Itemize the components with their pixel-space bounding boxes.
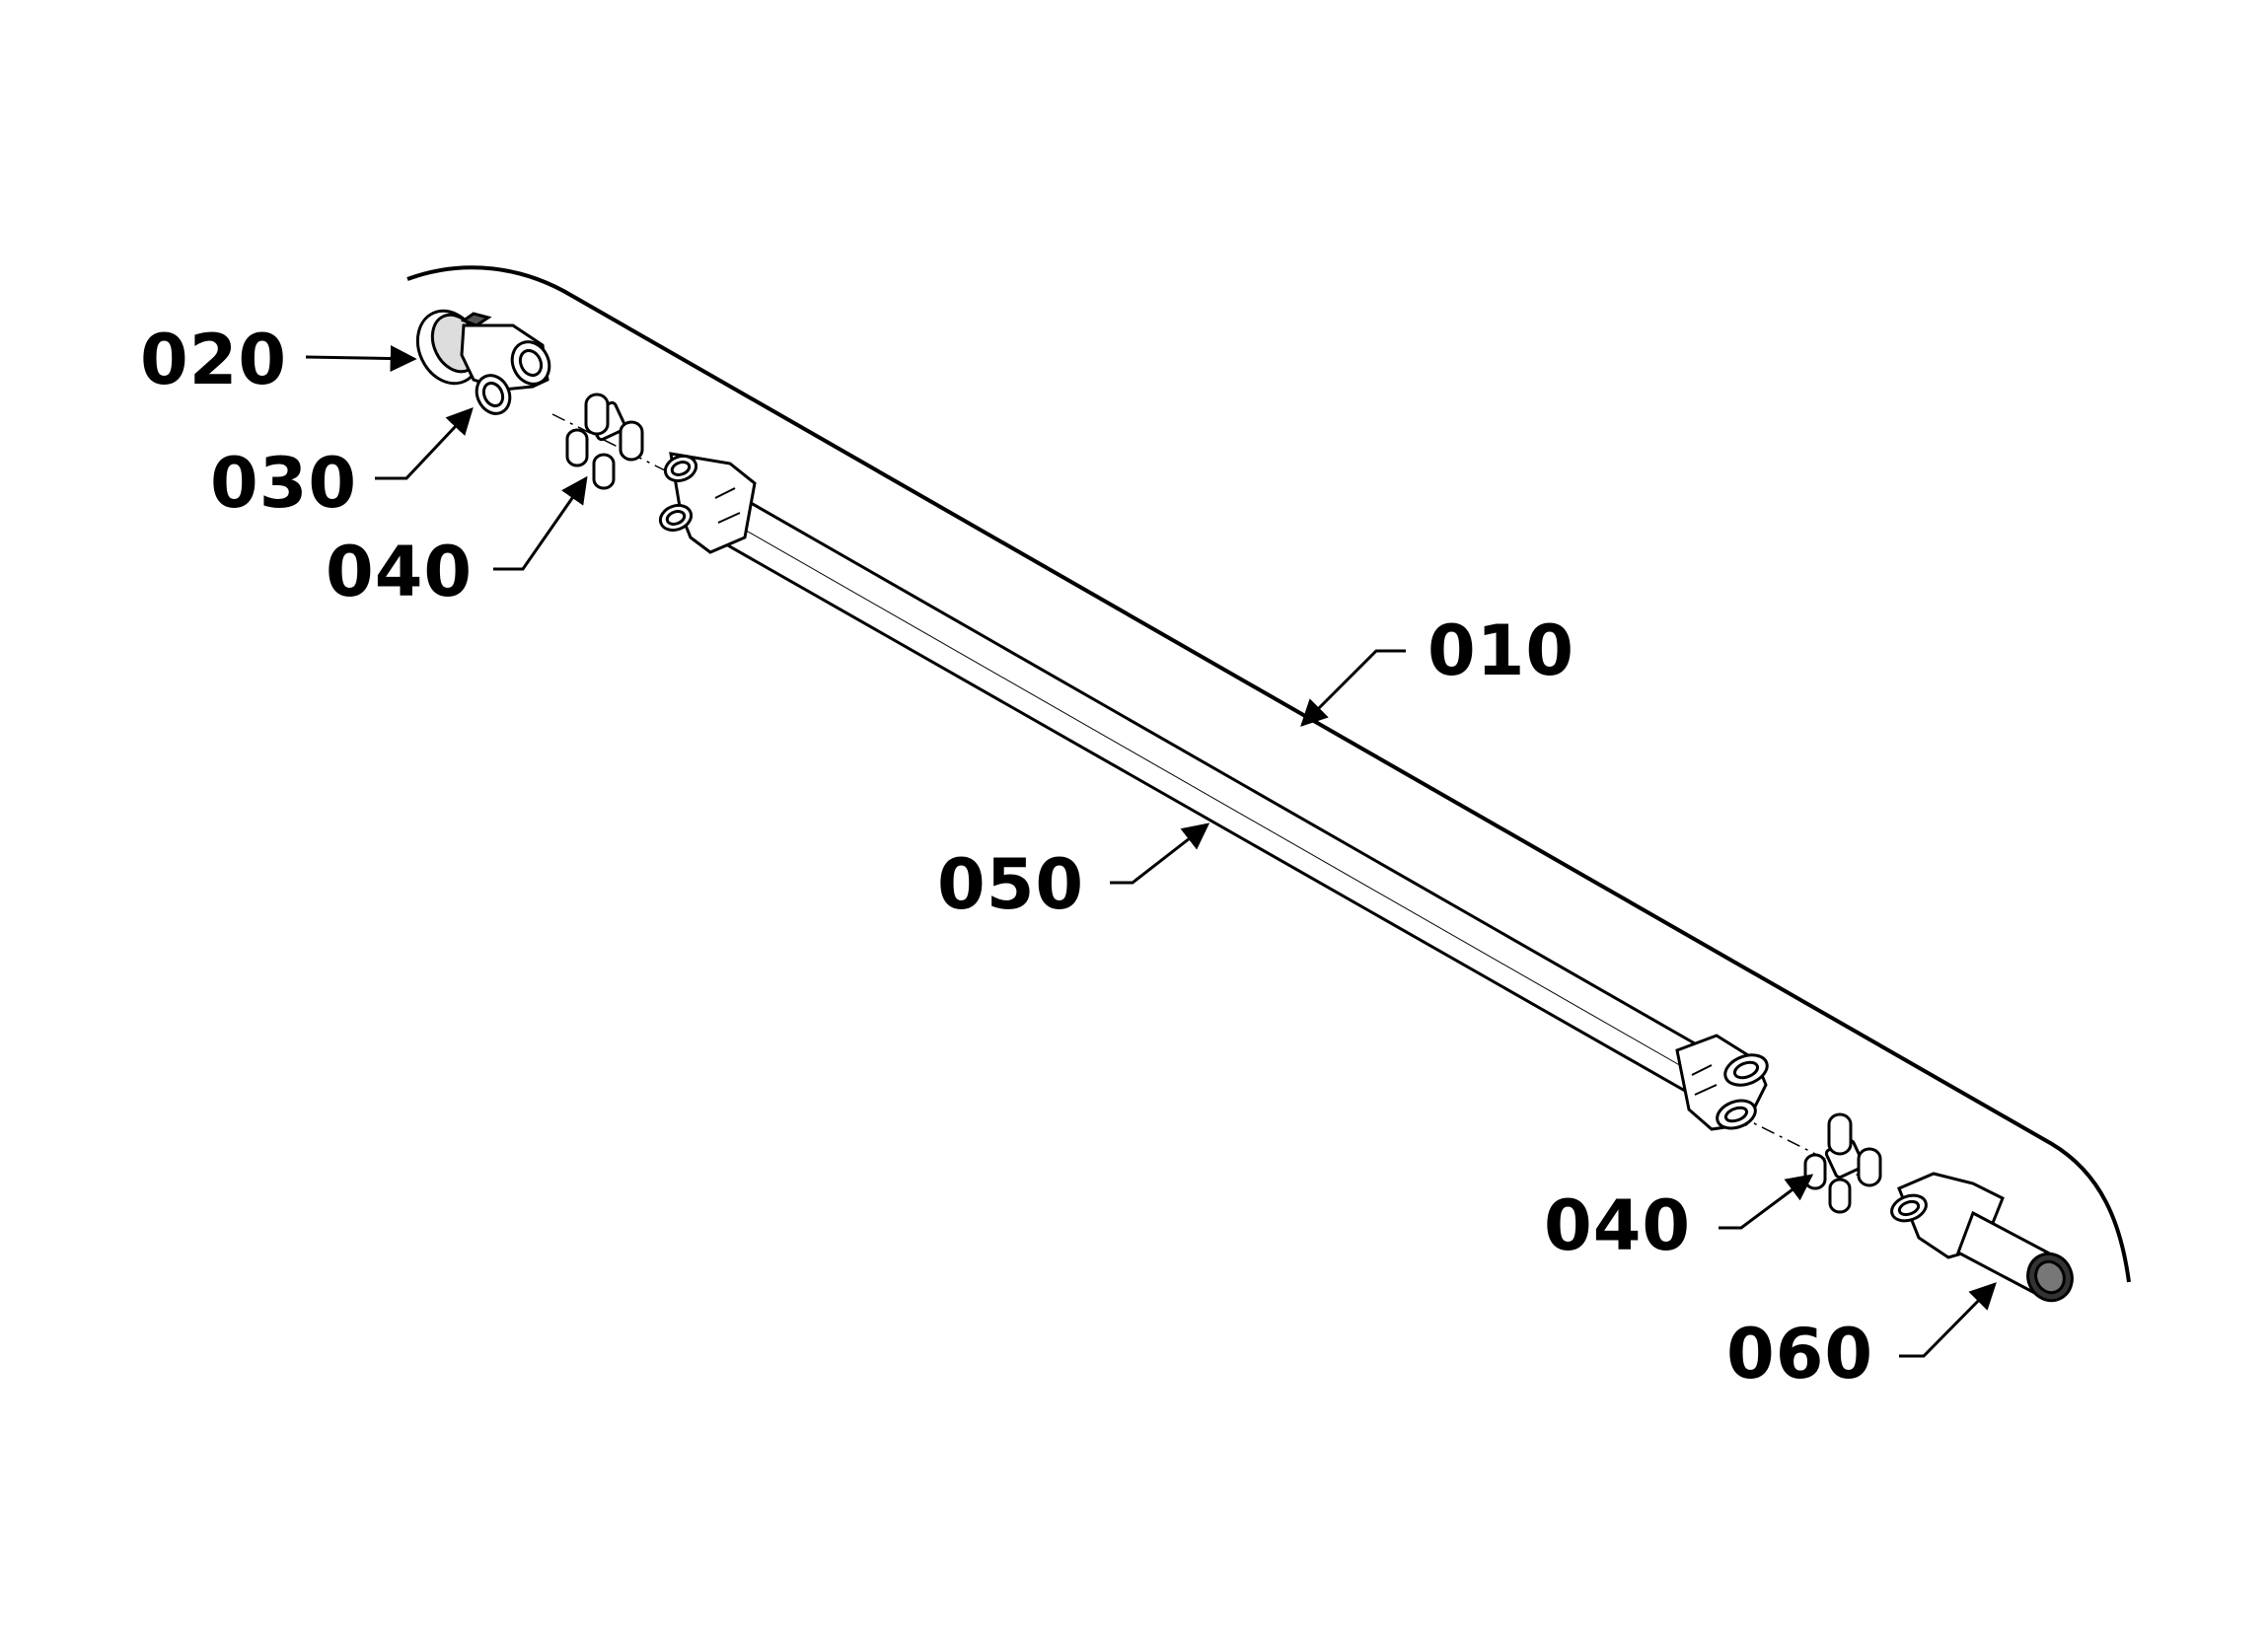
tube-yoke-right [1675, 1034, 1769, 1131]
part-050-driveshaft-tube [704, 486, 1708, 1097]
assembly-outline [406, 265, 2131, 1283]
leader-020 [305, 345, 417, 373]
callout-060: 060 [1726, 1314, 1874, 1395]
center-axis-line [551, 413, 1875, 1184]
leader-040-left [493, 475, 588, 571]
callout-020: 020 [140, 320, 288, 400]
leader-050 [1110, 823, 1210, 885]
tube-yoke-left [658, 452, 757, 554]
callout-030: 030 [210, 443, 358, 524]
callout-050: 050 [937, 844, 1085, 925]
part-060-slip-yoke [1890, 1172, 2074, 1303]
leader-060 [1899, 1282, 1997, 1358]
callout-040-left: 040 [326, 532, 474, 612]
leader-030 [375, 407, 474, 480]
part-030-yoke [460, 323, 551, 415]
callout-040-right: 040 [1544, 1185, 1692, 1266]
part-040-universal-joint-right [1803, 1112, 1882, 1214]
callout-010: 010 [1427, 610, 1575, 691]
leader-010 [1300, 649, 1406, 727]
leader-040-right [1719, 1174, 1814, 1230]
leader-lines [305, 345, 1997, 1358]
part-040-universal-joint-left [565, 393, 644, 490]
